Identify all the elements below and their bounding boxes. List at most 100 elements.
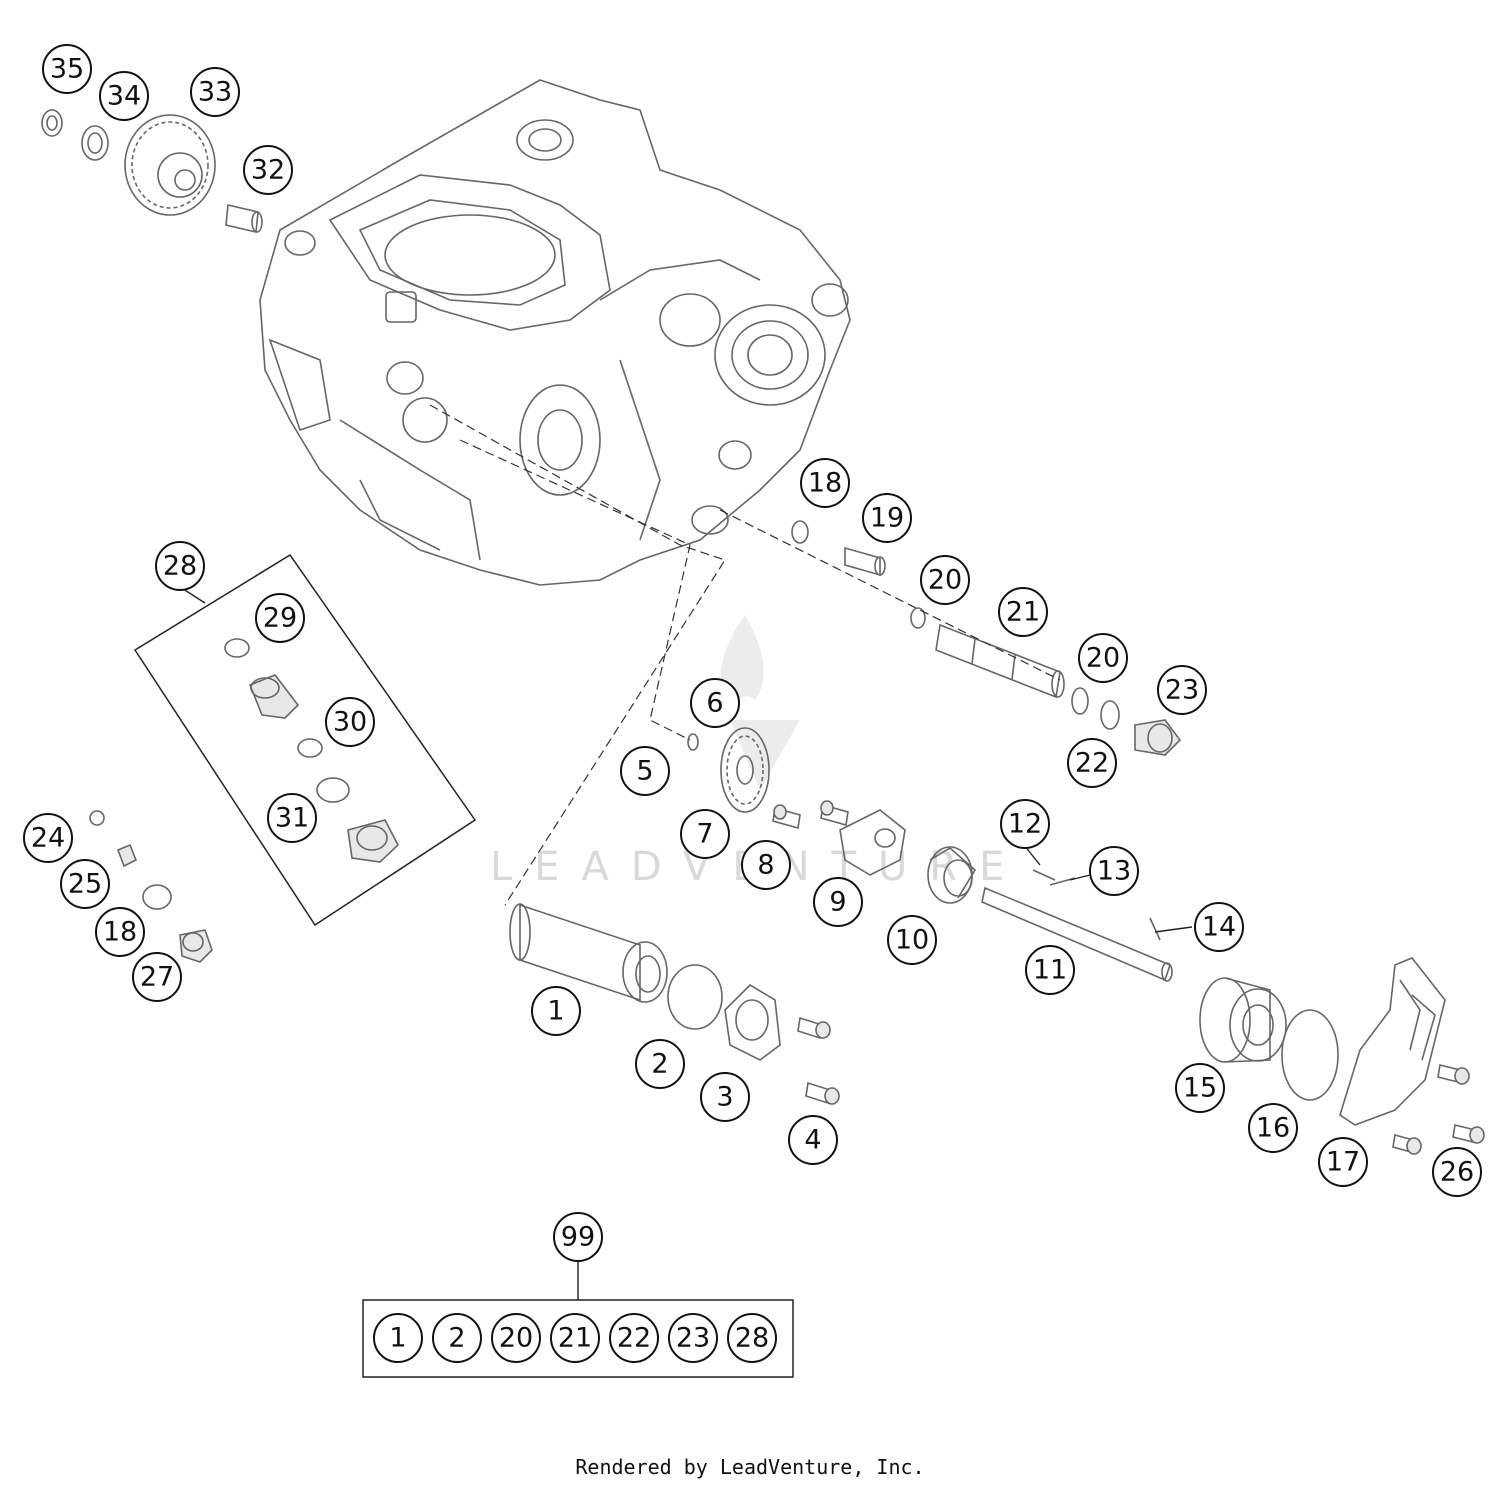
callout-11-circle [1025, 945, 1075, 995]
callout-13-circle [1089, 846, 1139, 896]
callout-15[interactable]: 15 [1175, 1063, 1225, 1113]
kit-item-1-label: 1 [389, 1323, 406, 1354]
callout-24[interactable]: 24 [23, 813, 73, 863]
callout-26[interactable]: 26 [1432, 1147, 1482, 1197]
callout-13[interactable]: 13 [1089, 846, 1139, 896]
callout-12-label: 12 [1008, 809, 1042, 840]
callout-21-label: 21 [1006, 597, 1040, 628]
callout-8-circle [741, 840, 791, 890]
callout-4-circle [788, 1115, 838, 1165]
callout-29[interactable]: 29 [255, 593, 305, 643]
callout-20a-label: 20 [928, 565, 962, 596]
shaft-21-illustration [935, 623, 1065, 699]
callout-30[interactable]: 30 [325, 697, 375, 747]
callout-12-circle [1000, 799, 1050, 849]
washer-34-illustration [81, 125, 109, 161]
callout-99-circle [553, 1212, 603, 1262]
callout-29-label: 29 [263, 603, 297, 634]
callout-33[interactable]: 33 [190, 67, 240, 117]
callout-7[interactable]: 7 [680, 809, 730, 859]
screw-26-b-illustration [1452, 1124, 1485, 1144]
callout-6-circle [690, 678, 740, 728]
oring-29-illustration [224, 638, 250, 658]
callout-99[interactable]: 99 [553, 1212, 603, 1262]
callout-16[interactable]: 16 [1248, 1103, 1298, 1153]
assembly-lines [429, 404, 1061, 906]
callout-34[interactable]: 34 [99, 71, 149, 121]
cover-9-illustration [839, 809, 906, 876]
callout-12[interactable]: 12 [1000, 799, 1050, 849]
callout-32[interactable]: 32 [243, 145, 293, 195]
callout-32-circle [243, 145, 293, 195]
callout-18a[interactable]: 18 [800, 458, 850, 508]
callout-2-circle [635, 1039, 685, 1089]
footer-credit: Rendered by LeadVenture, Inc. [575, 1455, 925, 1479]
shaft-11-illustration [981, 886, 1173, 982]
callout-35-label: 35 [50, 54, 84, 85]
callout-21-circle [998, 587, 1048, 637]
callout-21[interactable]: 21 [998, 587, 1048, 637]
plug-31-illustration [347, 819, 399, 863]
callout-6[interactable]: 6 [690, 678, 740, 728]
callout-14[interactable]: 14 [1194, 902, 1244, 952]
oring-18-top-illustration [791, 520, 809, 544]
callout-13-label: 13 [1097, 856, 1131, 887]
callout-20b[interactable]: 20 [1078, 633, 1128, 683]
screw-4-lower-illustration [805, 1081, 840, 1105]
callout-4[interactable]: 4 [788, 1115, 838, 1165]
callout-11[interactable]: 11 [1025, 945, 1075, 995]
kit-item-1[interactable]: 1 [373, 1313, 423, 1363]
washer-35-illustration [41, 109, 63, 137]
callout-31-label: 31 [275, 803, 309, 834]
callout-10[interactable]: 10 [887, 915, 937, 965]
kit-item-20[interactable]: 20 [491, 1313, 541, 1363]
callout-18b[interactable]: 18 [95, 907, 145, 957]
callout-8-label: 8 [757, 850, 774, 881]
callout-20b-circle [1078, 633, 1128, 683]
screw-8-illustration [820, 800, 849, 827]
kit-item-23[interactable]: 23 [668, 1313, 718, 1363]
leader-lines [179, 586, 1193, 1300]
callout-2[interactable]: 2 [635, 1039, 685, 1089]
kit-item-28-circle [727, 1313, 777, 1363]
kit-item-2-circle [432, 1313, 482, 1363]
callout-24-circle [23, 813, 73, 863]
callout-20a[interactable]: 20 [920, 555, 970, 605]
kit-item-22-label: 22 [617, 1323, 651, 1354]
kit-item-21-label: 21 [558, 1323, 592, 1354]
callout-9[interactable]: 9 [813, 877, 863, 927]
rotor-10-illustration [927, 846, 977, 904]
callout-7-label: 7 [696, 819, 713, 850]
callout-34-circle [99, 71, 149, 121]
kit-item-22[interactable]: 22 [609, 1313, 659, 1363]
callout-17[interactable]: 17 [1318, 1137, 1368, 1187]
callout-33-label: 33 [198, 77, 232, 108]
callout-22-circle [1067, 738, 1117, 788]
callout-8[interactable]: 8 [741, 840, 791, 890]
callout-33-circle [190, 67, 240, 117]
callout-22[interactable]: 22 [1067, 738, 1117, 788]
kit-item-2[interactable]: 2 [432, 1313, 482, 1363]
callout-11-label: 11 [1033, 955, 1067, 986]
oring-2-illustration [667, 964, 723, 1030]
callout-23[interactable]: 23 [1157, 665, 1207, 715]
callout-27[interactable]: 27 [132, 952, 182, 1002]
callout-3[interactable]: 3 [700, 1072, 750, 1122]
callout-10-circle [887, 915, 937, 965]
callout-1[interactable]: 1 [531, 986, 581, 1036]
callout-28[interactable]: 28 [155, 541, 205, 591]
callout-35[interactable]: 35 [42, 44, 92, 94]
filter-1-illustration [509, 903, 668, 1003]
callout-25[interactable]: 25 [60, 859, 110, 909]
callout-5[interactable]: 5 [620, 746, 670, 796]
kit-item-28[interactable]: 28 [727, 1313, 777, 1363]
callout-19[interactable]: 19 [862, 493, 912, 543]
cover-17-illustration [1339, 957, 1446, 1126]
callout-31[interactable]: 31 [267, 793, 317, 843]
kit-item-21[interactable]: 21 [550, 1313, 600, 1363]
callout-14-circle [1194, 902, 1244, 952]
callout-31-circle [267, 793, 317, 843]
callout-29-circle [255, 593, 305, 643]
callout-15-circle [1175, 1063, 1225, 1113]
crankcase-illustration [259, 79, 851, 586]
